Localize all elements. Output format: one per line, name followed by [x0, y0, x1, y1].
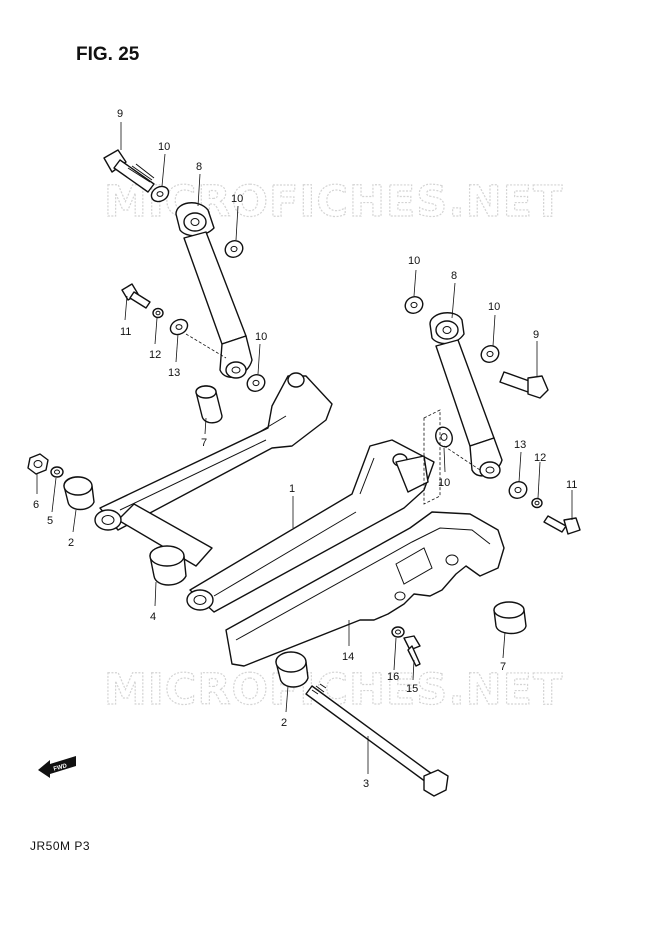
nut-12-right [531, 497, 543, 509]
dash-line-left [185, 333, 227, 359]
right-shock-absorber [429, 312, 503, 479]
bolt-11-left [121, 283, 151, 309]
pivot-shaft-3 [305, 683, 449, 797]
callout-label: 10 [438, 477, 450, 489]
callout-label: 10 [255, 331, 267, 343]
washer-10-left-b [224, 240, 244, 258]
fwd-label: FWD [53, 763, 68, 773]
callout-label: 2 [68, 537, 74, 549]
callout-label: 16 [387, 671, 399, 683]
collar-7-right [493, 601, 527, 635]
bushing-4 [149, 545, 187, 586]
dash-box-right [423, 409, 441, 505]
callout-label: 8 [196, 161, 202, 173]
callout-label: 8 [451, 270, 457, 282]
callout-label: 9 [117, 108, 123, 120]
washer-10-left-a [150, 185, 170, 203]
screw-15 [403, 635, 421, 667]
washer-5 [50, 466, 64, 478]
bolt-9-left [103, 149, 155, 193]
callout-label: 10 [231, 193, 243, 205]
callout-label: 1 [289, 483, 295, 495]
chain-case [225, 511, 505, 667]
callout-label: 3 [363, 778, 369, 790]
fwd-arrow-icon: FWD [38, 756, 76, 778]
callout-label: 11 [120, 326, 131, 338]
callout-label: 7 [201, 437, 207, 449]
washer-16 [391, 626, 405, 638]
washer-10-right-b [480, 345, 500, 363]
model-code: JR50M P3 [30, 839, 90, 853]
dash-line-right [443, 445, 481, 471]
washer-10-left-c [246, 374, 266, 392]
callout-label: 4 [150, 611, 156, 623]
bushing-2-lower [275, 651, 309, 688]
nut-12-left [152, 307, 164, 319]
washer-13-right [508, 481, 528, 499]
watermark-top: MICROFICHES.NET [104, 177, 563, 227]
callout-label: 15 [406, 683, 418, 695]
callout-label: 13 [514, 439, 526, 451]
nut-6 [27, 453, 49, 475]
callouts: 9 10 8 10 11 12 13 10 7 6 5 2 1 4 10 8 1 [33, 108, 577, 790]
callout-label: 13 [168, 367, 180, 379]
callout-label: 9 [533, 329, 539, 341]
callout-label: 12 [149, 349, 161, 361]
figure-title: FIG. 25 [76, 44, 140, 65]
washer-10-right-c [435, 426, 453, 448]
callout-label: 12 [534, 452, 546, 464]
callout-label: 7 [500, 661, 506, 673]
callout-label: 5 [47, 515, 53, 527]
bushing-2-upper [63, 476, 95, 511]
washer-13-left [169, 318, 189, 336]
callout-label: 2 [281, 717, 287, 729]
callout-label: 14 [342, 651, 354, 663]
left-shock-absorber [175, 202, 253, 379]
callout-label: 10 [488, 301, 500, 313]
washer-10-right-a [404, 296, 424, 314]
collar-7-left [195, 385, 223, 424]
callout-label: 6 [33, 499, 39, 511]
callout-label: 10 [158, 141, 170, 153]
bolt-11-right [543, 515, 581, 535]
callout-label: 11 [566, 479, 577, 491]
callout-label: 10 [408, 255, 420, 267]
bolt-9-right [499, 371, 549, 399]
